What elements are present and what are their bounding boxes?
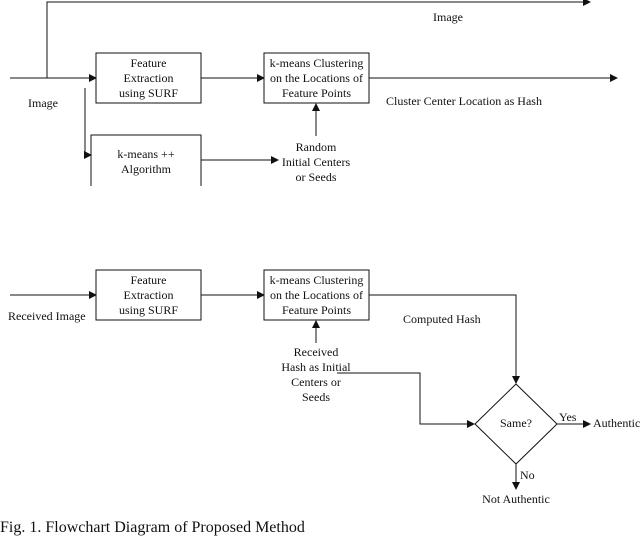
top-kmeans-line-3: Feature Points bbox=[282, 86, 351, 100]
bottom-feature-box bbox=[95, 269, 202, 321]
hash-output-label: Cluster Center Location as Hash bbox=[386, 94, 542, 108]
received-hash-line-1: Received bbox=[293, 345, 339, 359]
bottom-kmeans-line-1: k-means Clustering bbox=[269, 273, 364, 287]
received-hash-line-2: Hash as Initial bbox=[281, 360, 351, 374]
top-feature-box-text: Feature Extraction using SURF bbox=[96, 56, 201, 101]
received-hash-line-4: Seeds bbox=[302, 390, 330, 404]
top-input-label: Image bbox=[28, 96, 58, 110]
top-kmeans-box bbox=[263, 52, 370, 104]
top-feature-box bbox=[95, 52, 202, 104]
decision-label: Same? bbox=[500, 416, 532, 430]
random-seeds-line-2: Initial Centers bbox=[281, 155, 351, 169]
received-hash-text: Received Hash as Initial Centers or Seed… bbox=[272, 345, 360, 405]
top-feature-line-2: Extraction bbox=[123, 71, 174, 85]
figure-caption: Fig. 1. Flowchart Diagram of Proposed Me… bbox=[0, 519, 305, 536]
top-kmeans-box-text: k-means Clustering on the Locations of F… bbox=[262, 56, 371, 101]
bottom-feature-line-2: Extraction bbox=[123, 288, 174, 302]
authentic-label: Authentic bbox=[593, 416, 640, 430]
computed-hash-label: Computed Hash bbox=[403, 312, 481, 326]
random-seeds-text: Random Initial Centers or Seeds bbox=[270, 140, 362, 185]
bottom-feature-line-1: Feature bbox=[130, 273, 167, 287]
random-seeds-line-3: or Seeds bbox=[295, 170, 337, 184]
no-label: No bbox=[520, 468, 535, 482]
not-authentic-label: Not Authentic bbox=[482, 492, 550, 506]
arrow-kmeans-to-decision bbox=[369, 294, 520, 384]
bottom-feature-line-3: using SURF bbox=[118, 303, 179, 317]
received-hash-line-3: Centers or bbox=[291, 375, 341, 389]
bottom-feature-box-text: Feature Extraction using SURF bbox=[96, 273, 201, 318]
bottom-input-label: Received Image bbox=[8, 309, 86, 323]
kmeanspp-line-1: k-means ++ bbox=[117, 147, 175, 161]
top-feature-line-1: Feature bbox=[130, 56, 167, 70]
bypass-label: Image bbox=[433, 10, 463, 24]
top-kmeans-line-2: on the Locations of bbox=[270, 71, 363, 85]
bottom-kmeans-line-2: on the Locations of bbox=[270, 288, 363, 302]
bottom-kmeans-box-text: k-means Clustering on the Locations of F… bbox=[262, 273, 371, 318]
arrow-received-hash-to-decision bbox=[337, 372, 475, 428]
kmeanspp-box-text: k-means ++ Algorithm bbox=[96, 147, 196, 177]
arrow-to-kmeanspp bbox=[84, 88, 92, 159]
bottom-kmeans-box bbox=[263, 269, 370, 321]
kmeanspp-line-2: Algorithm bbox=[121, 162, 171, 176]
top-feature-line-3: using SURF bbox=[118, 86, 179, 100]
top-kmeans-line-1: k-means Clustering bbox=[269, 56, 364, 70]
random-seeds-line-1: Random bbox=[295, 140, 337, 154]
yes-label: Yes bbox=[559, 410, 577, 424]
bypass-image-line bbox=[46, 0, 591, 78]
bottom-kmeans-line-3: Feature Points bbox=[282, 303, 351, 317]
